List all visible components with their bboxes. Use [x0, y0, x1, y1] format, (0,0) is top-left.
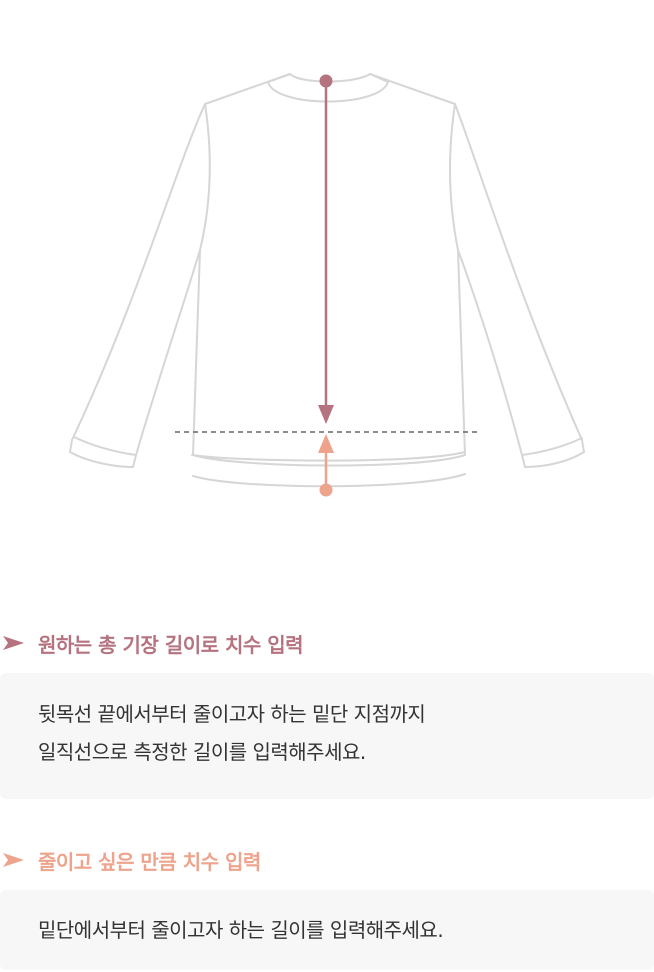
up-arrowhead-icon [318, 434, 334, 453]
sweater-illustration [69, 73, 585, 497]
total-length-arrow [318, 74, 334, 424]
down-arrowhead-icon [318, 405, 334, 424]
section2-heading: 줄이고 싶은 만큼 치수 입력 [0, 845, 261, 875]
section1-heading: 원하는 총 기장 길이로 치수 입력 [0, 628, 304, 658]
section2-title: 줄이고 싶은 만큼 치수 입력 [38, 849, 261, 874]
shorten-amount-arrow [318, 434, 334, 497]
arrowhead-right-icon [3, 853, 24, 867]
section1-title: 원하는 총 기장 길이로 치수 입력 [38, 632, 304, 657]
section1-description-line2: 일직선으로 측정한 길이를 입력해주세요. [38, 740, 366, 764]
section2-description-line1: 밑단에서부터 줄이고자 하는 길이를 입력해주세요. [38, 918, 444, 942]
sweater-outline [69, 73, 585, 488]
arrowhead-right-icon [3, 636, 24, 650]
section2-description-box: 밑단에서부터 줄이고자 하는 길이를 입력해주세요. [0, 890, 654, 970]
section1-description-line1: 뒷목선 끝에서부터 줄이고자 하는 밑단 지점까지 [38, 702, 426, 726]
section1-description-box: 뒷목선 끝에서부터 줄이고자 하는 밑단 지점까지 일직선으로 측정한 길이를 … [0, 673, 654, 799]
